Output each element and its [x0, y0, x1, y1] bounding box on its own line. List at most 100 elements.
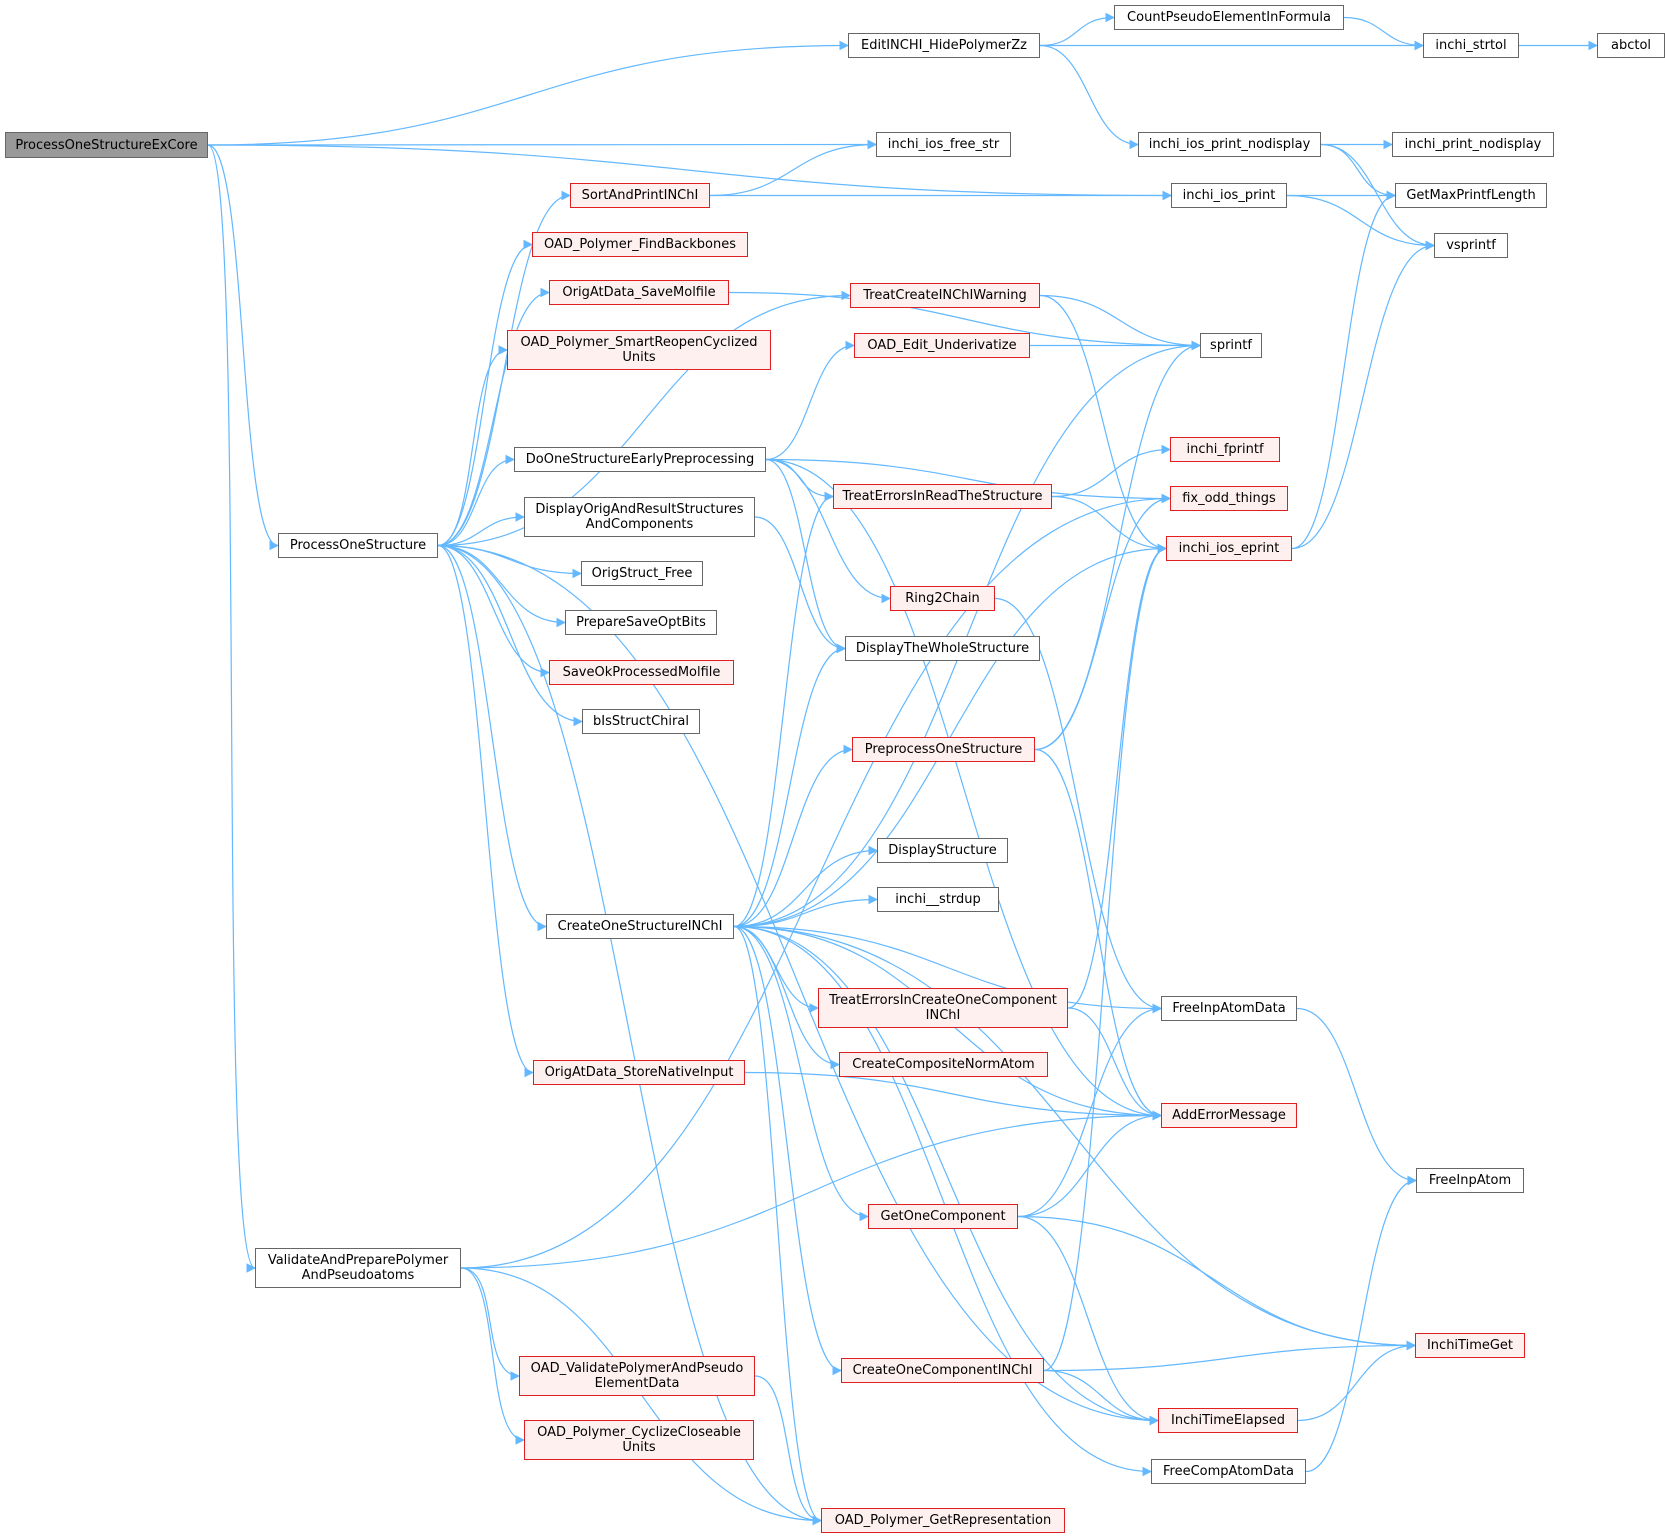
edge-validate-and-prepare-polymer-and-pseudoatoms-to-fix-odd-things — [460, 493, 1171, 1269]
node-label: ProcessOneStructure — [289, 538, 427, 553]
node-free-inp-atom[interactable]: FreeInpAtom — [1416, 1168, 1524, 1193]
node-inchi-ios-print[interactable]: inchi_ios_print — [1171, 183, 1287, 208]
edge-create-one-structure-inch-i-to-preprocess-one-structure — [733, 744, 853, 928]
edge-oad-validate-polymer-and-pseudo-element-data-to-oad-polymer-get-representation — [754, 1375, 822, 1526]
node-inchi-strdup[interactable]: inchi__strdup — [877, 887, 999, 912]
node-count-pseudo-element-in-formula[interactable]: CountPseudoElementInFormula — [1114, 5, 1344, 30]
node-label: DisplayOrigAndResultStructures — [535, 502, 744, 517]
node-label: DoOneStructureEarlyPreprocessing — [525, 452, 755, 467]
node-label: Ring2Chain — [905, 591, 980, 606]
node-create-one-structure-inch-i[interactable]: CreateOneStructureINChI — [546, 914, 734, 939]
node-free-comp-atom-data[interactable]: FreeCompAtomData — [1151, 1459, 1306, 1484]
node-label: inchi_ios_free_str — [887, 137, 1000, 152]
node-label: OAD_Edit_Underivatize — [867, 338, 1017, 353]
node-inchi-fprintf[interactable]: inchi_fprintf — [1170, 437, 1280, 462]
node-create-one-component-inch-i[interactable]: CreateOneComponentINChI — [841, 1358, 1044, 1383]
node-label: OAD_ValidatePolymerAndPseudo — [530, 1361, 744, 1376]
edge-get-one-component-to-free-inp-atom-data — [1017, 1003, 1162, 1218]
node-get-max-printf-length[interactable]: GetMaxPrintfLength — [1395, 183, 1547, 208]
edge-create-one-structure-inch-i-to-create-one-component-inch-i — [733, 925, 842, 1376]
node-free-inp-atom-data[interactable]: FreeInpAtomData — [1161, 996, 1297, 1021]
edge-validate-and-prepare-polymer-and-pseudoatoms-to-oad-validate-polymer-and-pseudo-element-data — [460, 1267, 520, 1381]
node-sort-and-print-inch-i[interactable]: SortAndPrintINChI — [570, 183, 710, 208]
node-get-one-component[interactable]: GetOneComponent — [868, 1204, 1018, 1229]
node-label: inchi_ios_eprint — [1178, 541, 1280, 556]
node-inchi-time-elapsed[interactable]: InchiTimeElapsed — [1158, 1408, 1298, 1433]
node-inchi-ios-print-nodisplay[interactable]: inchi_ios_print_nodisplay — [1138, 132, 1321, 157]
edge-create-one-structure-inch-i-to-get-one-component — [733, 925, 869, 1222]
node-orig-at-data-store-native-input[interactable]: OrigAtData_StoreNativeInput — [533, 1060, 745, 1085]
node-inchi-time-get[interactable]: InchiTimeGet — [1415, 1333, 1525, 1358]
node-ring2-chain[interactable]: Ring2Chain — [890, 586, 995, 611]
edge-process-one-structure-to-save-ok-processed-molfile — [437, 544, 550, 678]
edge-process-one-structure-to-do-one-structure-early-preprocessing — [437, 454, 515, 547]
node-label: CountPseudoElementInFormula — [1127, 10, 1331, 25]
node-orig-struct-free[interactable]: OrigStruct_Free — [581, 561, 703, 586]
node-b-is-struct-chiral[interactable]: bIsStructChiral — [582, 709, 700, 734]
edge-process-one-structure-to-display-orig-and-result-structures-and-components — [437, 512, 525, 547]
edge-do-one-structure-early-preprocessing-to-fix-odd-things — [765, 458, 1171, 504]
node-label: bIsStructChiral — [593, 714, 689, 729]
node-treat-errors-in-read-the-structure[interactable]: TreatErrorsInReadTheStructure — [833, 484, 1052, 509]
node-label: inchi_strtol — [1435, 38, 1507, 53]
edge-inchi-ios-eprint-to-get-max-printf-length — [1291, 190, 1396, 550]
node-oad-edit-underivatize[interactable]: OAD_Edit_Underivatize — [854, 333, 1030, 358]
node-add-error-message[interactable]: AddErrorMessage — [1161, 1103, 1297, 1128]
node-create-composite-norm-atom[interactable]: CreateCompositeNormAtom — [839, 1052, 1048, 1077]
node-save-ok-processed-molfile[interactable]: SaveOkProcessedMolfile — [549, 660, 734, 685]
node-inchi-strtol[interactable]: inchi_strtol — [1423, 33, 1519, 58]
node-label: Units — [622, 1440, 656, 1455]
node-treat-create-inch-iwarning[interactable]: TreatCreateINChIWarning — [850, 283, 1040, 308]
node-display-the-whole-structure[interactable]: DisplayTheWholeStructure — [845, 636, 1040, 661]
edge-treat-errors-in-create-one-component-inch-i-to-inchi-ios-eprint — [1067, 543, 1167, 1009]
node-do-one-structure-early-preprocessing[interactable]: DoOneStructureEarlyPreprocessing — [514, 447, 766, 472]
node-inchi-ios-free-str[interactable]: inchi_ios_free_str — [876, 132, 1011, 157]
node-inchi-ios-eprint[interactable]: inchi_ios_eprint — [1166, 536, 1292, 561]
node-display-structure[interactable]: DisplayStructure — [877, 838, 1008, 863]
edge-create-one-structure-inch-i-to-display-structure — [733, 845, 878, 928]
edge-do-one-structure-early-preprocessing-to-treat-errors-in-read-the-structure — [765, 458, 834, 502]
node-label: fix_odd_things — [1182, 491, 1276, 506]
node-preprocess-one-structure[interactable]: PreprocessOneStructure — [852, 737, 1035, 762]
edge-create-one-structure-inch-i-to-inchi-time-get — [733, 925, 1416, 1351]
edge-process-one-structure-ex-core-to-inchi-ios-free-str — [207, 139, 877, 150]
node-process-one-structure-ex-core[interactable]: ProcessOneStructureExCore — [5, 132, 208, 158]
edge-process-one-structure-to-treat-create-inch-iwarning — [437, 290, 851, 547]
edge-create-one-structure-inch-i-to-treat-errors-in-read-the-structure — [733, 491, 834, 928]
node-orig-at-data-save-molfile[interactable]: OrigAtData_SaveMolfile — [549, 280, 729, 305]
edge-get-one-component-to-inchi-time-get — [1017, 1215, 1416, 1351]
node-label: Units — [622, 350, 656, 365]
edge-process-one-structure-ex-core-to-inchi-ios-print — [207, 144, 1172, 201]
edge-free-comp-atom-data-to-free-inp-atom — [1305, 1175, 1417, 1473]
node-process-one-structure[interactable]: ProcessOneStructure — [278, 533, 438, 558]
edge-process-one-structure-to-oad-polymer-get-representation — [437, 544, 822, 1526]
node-label: OAD_Polymer_CyclizeCloseable — [537, 1425, 741, 1440]
node-vsprintf[interactable]: vsprintf — [1434, 233, 1508, 258]
node-label: ValidateAndPreparePolymer — [267, 1253, 449, 1268]
node-edit-inchi-hide-polymer-zz[interactable]: EditINCHI_HidePolymerZz — [848, 33, 1040, 58]
node-label: PrepareSaveOptBits — [576, 615, 706, 630]
edge-treat-create-inch-iwarning-to-sprintf — [1039, 294, 1201, 351]
node-label: DisplayTheWholeStructure — [855, 641, 1030, 656]
node-abctol[interactable]: abctol — [1597, 33, 1665, 58]
node-fix-odd-things[interactable]: fix_odd_things — [1170, 486, 1288, 511]
node-oad-polymer-get-representation[interactable]: OAD_Polymer_GetRepresentation — [821, 1508, 1065, 1533]
node-label: AddErrorMessage — [1172, 1108, 1286, 1123]
node-inchi-print-nodisplay[interactable]: inchi_print_nodisplay — [1392, 132, 1554, 157]
edge-validate-and-prepare-polymer-and-pseudoatoms-to-oad-polymer-cyclize-closeable-units — [460, 1267, 525, 1445]
node-oad-polymer-find-backbones[interactable]: OAD_Polymer_FindBackbones — [532, 232, 748, 257]
node-label: DisplayStructure — [888, 843, 997, 858]
node-sprintf[interactable]: sprintf — [1200, 333, 1262, 358]
node-prepare-save-opt-bits[interactable]: PrepareSaveOptBits — [565, 610, 717, 635]
node-label: GetOneComponent — [880, 1209, 1006, 1224]
node-label: sprintf — [1210, 338, 1252, 353]
edge-process-one-structure-to-orig-at-data-save-molfile — [437, 287, 550, 547]
